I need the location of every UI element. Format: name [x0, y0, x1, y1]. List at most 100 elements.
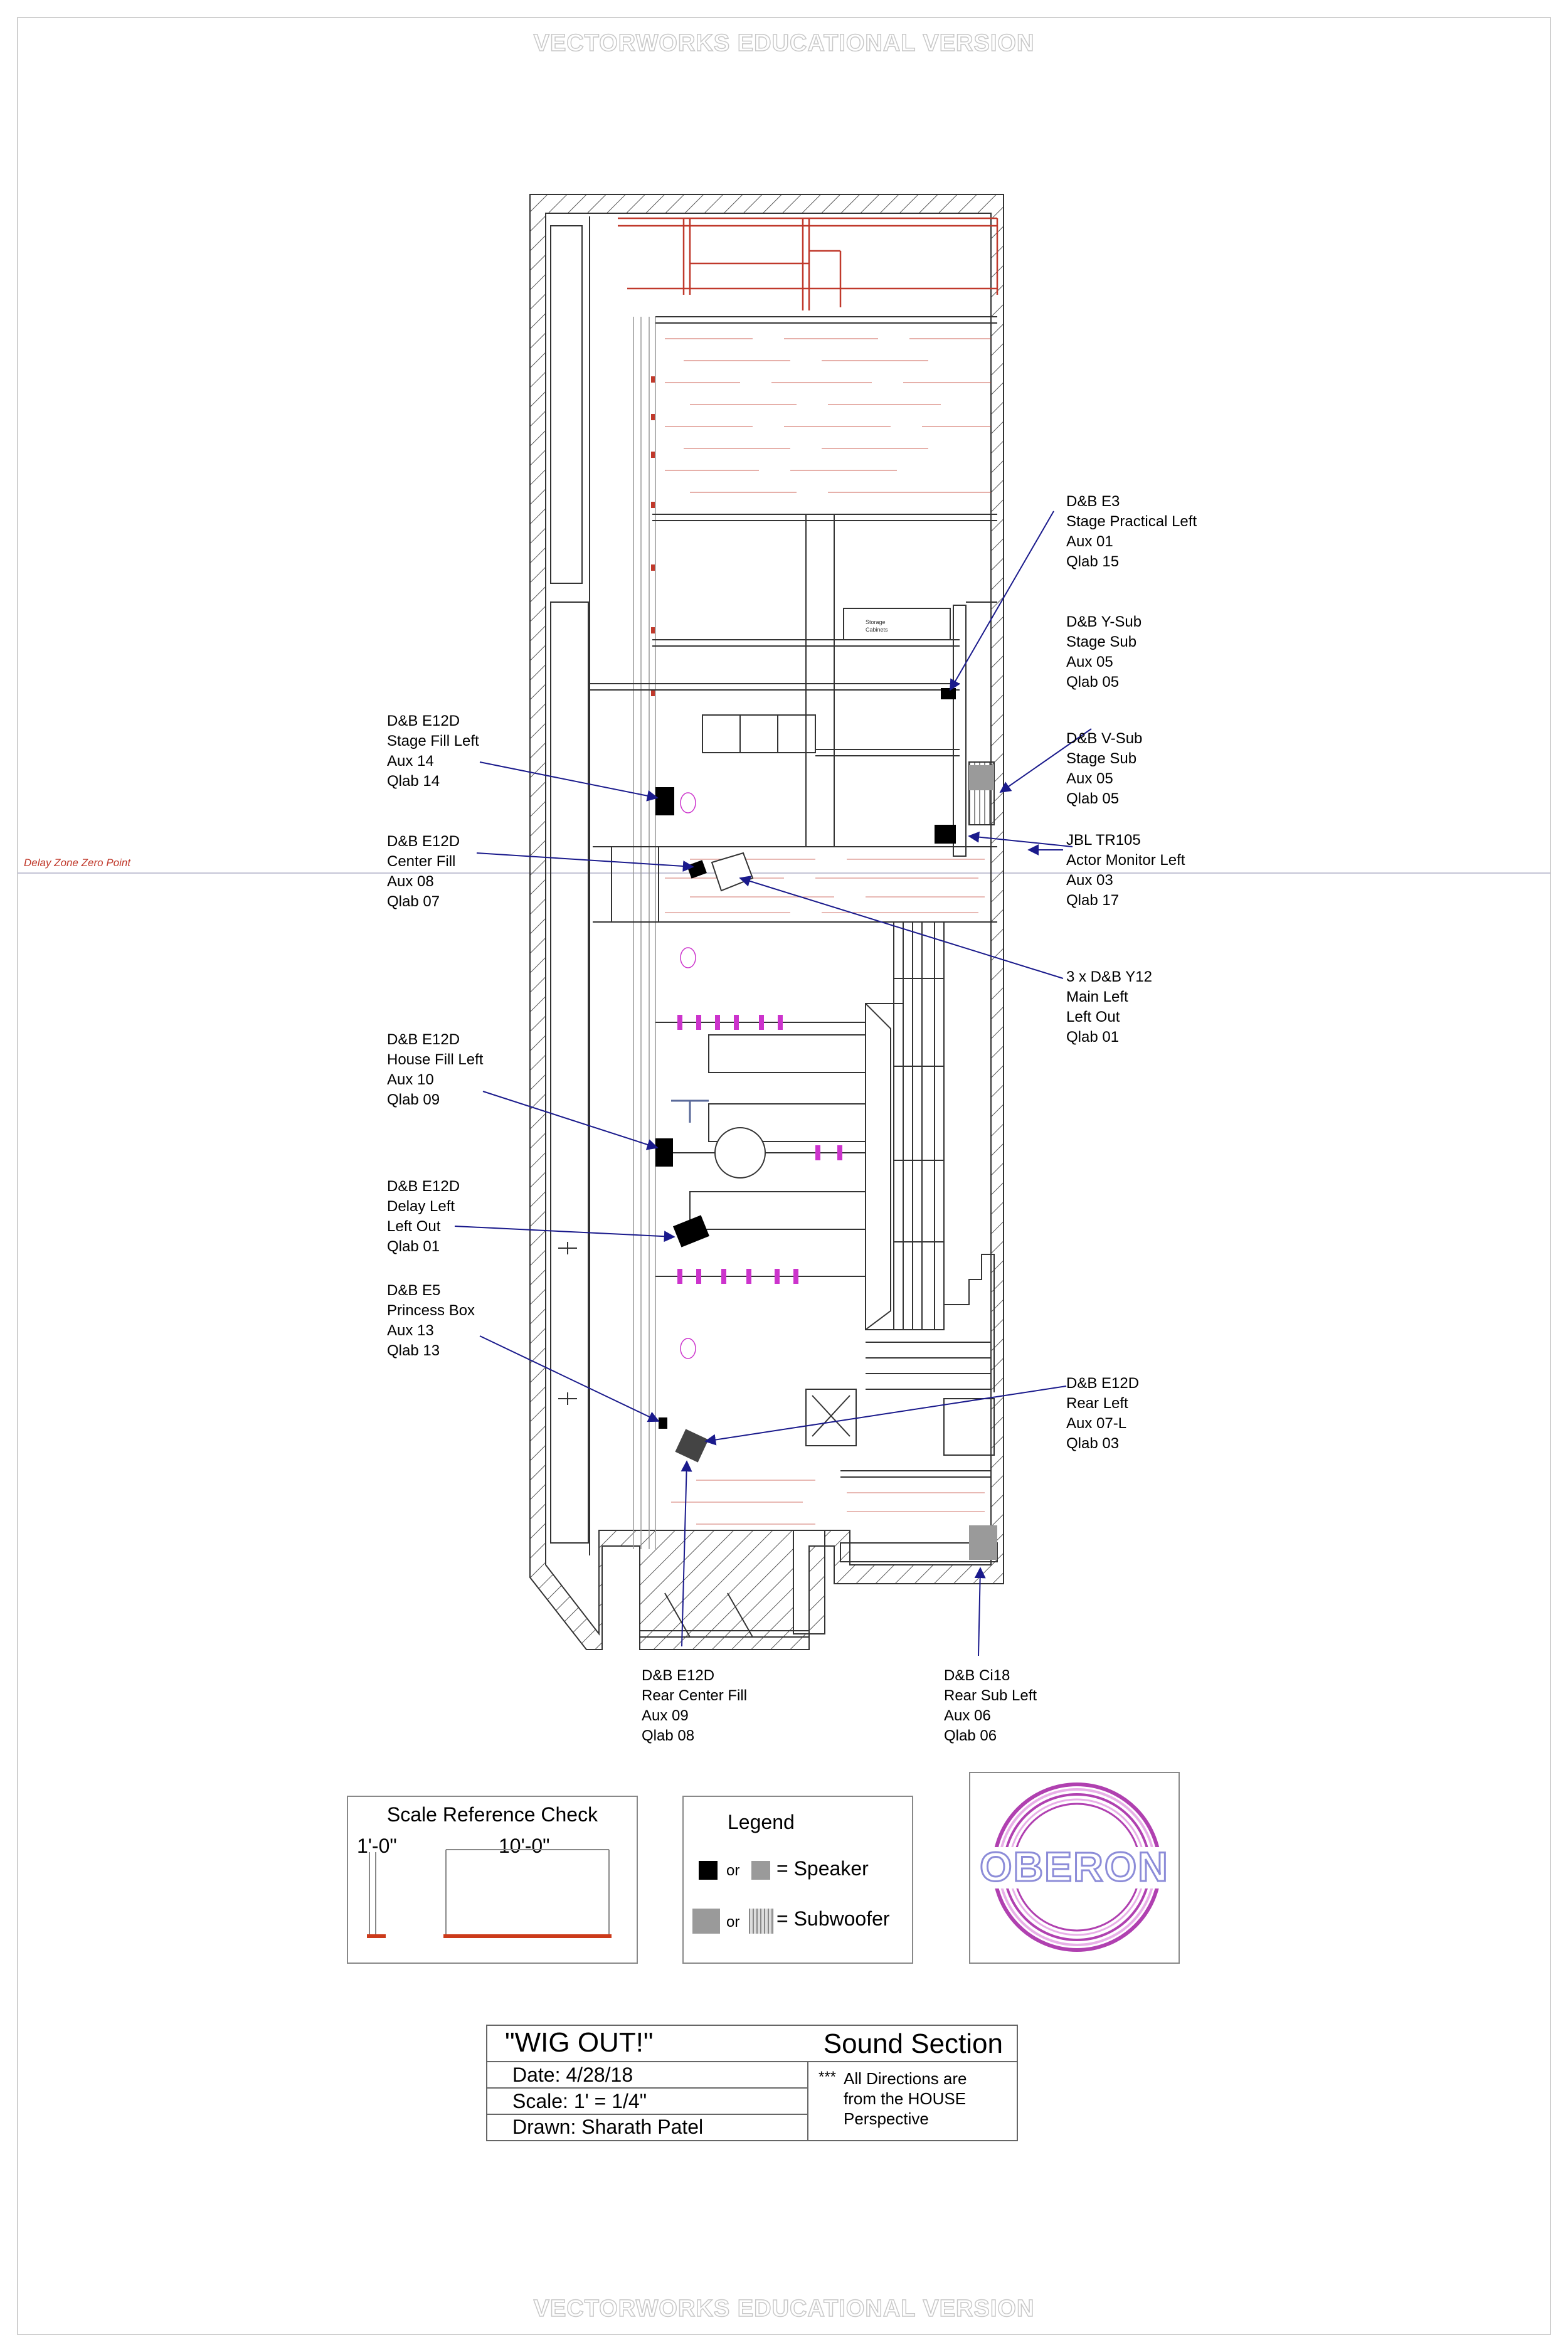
label-ci18-rear-sub-left: D&B Ci18 Rear Sub Left Aux 06 Qlab 06: [944, 1666, 1037, 1746]
label-line: House Fill Left: [387, 1051, 484, 1068]
label-line: Princess Box: [387, 1302, 475, 1319]
label-line: D&B E12D: [642, 1667, 715, 1684]
drawn-field: Drawn: Sharath Patel: [512, 2116, 704, 2138]
label-e3-practical-left: D&B E3 Stage Practical Left Aux 01 Qlab …: [1066, 492, 1197, 572]
directions-note: All Directions are from the HOUSE Perspe…: [844, 2069, 967, 2129]
scale-1ft-label: 1'-0": [357, 1835, 397, 1857]
label-line: D&B E12D: [387, 1031, 460, 1048]
label-e12d-house-fill-left: D&B E12D House Fill Left Aux 10 Qlab 09: [387, 1030, 483, 1110]
label-line: Main Left: [1066, 988, 1128, 1005]
date-field: Date: 4/28/18: [512, 2063, 633, 2086]
label-line: Qlab 05: [1066, 674, 1120, 691]
scale-reference-title: Scale Reference Check: [386, 1803, 598, 1826]
label-line: Stage Sub: [1066, 633, 1137, 650]
scale-field: Scale: 1' = 1/4": [512, 2090, 647, 2112]
label-e12d-delay-left: D&B E12D Delay Left Left Out Qlab 01: [387, 1177, 460, 1257]
label-line: Aux 06: [944, 1707, 991, 1724]
label-line: Stage Practical Left: [1066, 513, 1197, 530]
speaker-grey-swatch: [751, 1861, 770, 1880]
label-line: Stage Fill Left: [387, 733, 479, 750]
label-line: Aux 09: [642, 1707, 689, 1724]
label-v-sub-stage: D&B V-Sub Stage Sub Aux 05 Qlab 05: [1066, 729, 1142, 809]
tb-divider: [487, 2114, 807, 2115]
legend-or-speaker: or: [726, 1862, 740, 1879]
label-line: JBL TR105: [1066, 832, 1141, 849]
label-line: Qlab 03: [1066, 1435, 1120, 1452]
label-line: Qlab 17: [1066, 892, 1120, 909]
label-line: D&B V-Sub: [1066, 730, 1143, 747]
label-line: Actor Monitor Left: [1066, 852, 1185, 869]
scale-reference-box: Scale Reference Check 1'-0" 10'-0": [347, 1796, 638, 1964]
label-line: Delay Left: [387, 1198, 455, 1215]
label-line: Qlab 15: [1066, 553, 1120, 570]
title-block: "WIG OUT!" Sound Section Date: 4/28/18 S…: [486, 2025, 1018, 2141]
label-line: Left Out: [387, 1218, 441, 1235]
legend-speaker-label: = Speaker: [776, 1857, 869, 1880]
label-line: 3 x D&B Y12: [1066, 968, 1152, 985]
label-line: D&B Y-Sub: [1066, 613, 1142, 630]
label-y-sub-stage: D&B Y-Sub Stage Sub Aux 05 Qlab 05: [1066, 612, 1142, 692]
label-line: Aux 10: [387, 1071, 434, 1088]
subwoofer-striped-swatch: [749, 1909, 774, 1934]
note-stars: ***: [818, 2069, 837, 2085]
label-line: Qlab 08: [642, 1727, 695, 1744]
label-line: Rear Center Fill: [642, 1687, 748, 1704]
label-e5-princess-box: D&B E5 Princess Box Aux 13 Qlab 13: [387, 1281, 475, 1361]
speaker-symbols: [655, 688, 997, 1560]
label-line: Aux 13: [387, 1322, 434, 1339]
label-line: Qlab 07: [387, 893, 440, 910]
note-line: from the HOUSE: [844, 2089, 967, 2108]
delay-zone-label: Delay Zone Zero Point: [24, 857, 131, 869]
label-line: Aux 05: [1066, 654, 1113, 670]
label-line: Aux 14: [387, 753, 434, 770]
label-line: Left Out: [1066, 1009, 1120, 1025]
subwoofer-grey-swatch: [692, 1909, 720, 1934]
legend-subwoofer-label: = Subwoofer: [776, 1907, 890, 1930]
scale-bars: [367, 1849, 612, 1938]
note-line: All Directions are: [844, 2069, 967, 2088]
label-line: D&B E12D: [1066, 1375, 1140, 1392]
label-line: Qlab 14: [387, 773, 440, 790]
label-line: Qlab 13: [387, 1342, 440, 1359]
label-line: Aux 01: [1066, 533, 1113, 550]
label-line: Qlab 01: [1066, 1029, 1120, 1046]
label-line: D&B E5: [387, 1282, 441, 1299]
scale-10ft-label: 10'-0": [499, 1835, 550, 1857]
tb-divider: [487, 2087, 807, 2089]
label-line: Qlab 01: [387, 1238, 440, 1255]
oberon-logo: OBERON: [977, 1783, 1171, 1952]
tb-divider: [487, 2061, 1017, 2062]
watermark-bottom: VECTORWORKS EDUCATIONAL VERSION: [533, 2295, 1035, 2323]
label-line: Stage Sub: [1066, 750, 1137, 767]
label-e12d-stage-fill-left: D&B E12D Stage Fill Left Aux 14 Qlab 14: [387, 711, 479, 792]
show-title: "WIG OUT!": [505, 2027, 654, 2058]
label-line: Qlab 06: [944, 1727, 997, 1744]
label-line: Aux 08: [387, 873, 434, 890]
tb-divider: [807, 2061, 808, 2140]
label-line: Rear Sub Left: [944, 1687, 1037, 1704]
label-line: D&B E12D: [387, 833, 460, 850]
logo-box: OBERON: [969, 1772, 1180, 1964]
label-line: D&B Ci18: [944, 1667, 1010, 1684]
legend-or-subwoofer: or: [726, 1914, 740, 1931]
label-y12-main-left: 3 x D&B Y12 Main Left Left Out Qlab 01: [1066, 967, 1152, 1047]
legend-title: Legend: [728, 1811, 795, 1833]
label-line: Aux 05: [1066, 770, 1113, 787]
logo-text: OBERON: [980, 1843, 1169, 1890]
storage-label-2: Cabinets: [866, 627, 888, 633]
label-line: Qlab 05: [1066, 790, 1120, 807]
label-e12d-rear-left: D&B E12D Rear Left Aux 07-L Qlab 03: [1066, 1374, 1139, 1454]
label-line: Center Fill: [387, 853, 456, 870]
note-line: Perspective: [844, 2109, 929, 2128]
label-line: D&B E12D: [387, 712, 460, 729]
speaker-black-swatch: [699, 1861, 718, 1880]
label-line: Rear Left: [1066, 1395, 1128, 1412]
watermark-top: VECTORWORKS EDUCATIONAL VERSION: [533, 29, 1035, 57]
label-e12d-rear-center-fill: D&B E12D Rear Center Fill Aux 09 Qlab 08: [642, 1666, 747, 1746]
label-line: Aux 07-L: [1066, 1415, 1127, 1432]
legend-box: Legend or = Speaker or = Subwoofer: [682, 1796, 913, 1964]
storage-label: Storage: [866, 619, 886, 625]
label-e12d-center-fill: D&B E12D Center Fill Aux 08 Qlab 07: [387, 832, 460, 912]
